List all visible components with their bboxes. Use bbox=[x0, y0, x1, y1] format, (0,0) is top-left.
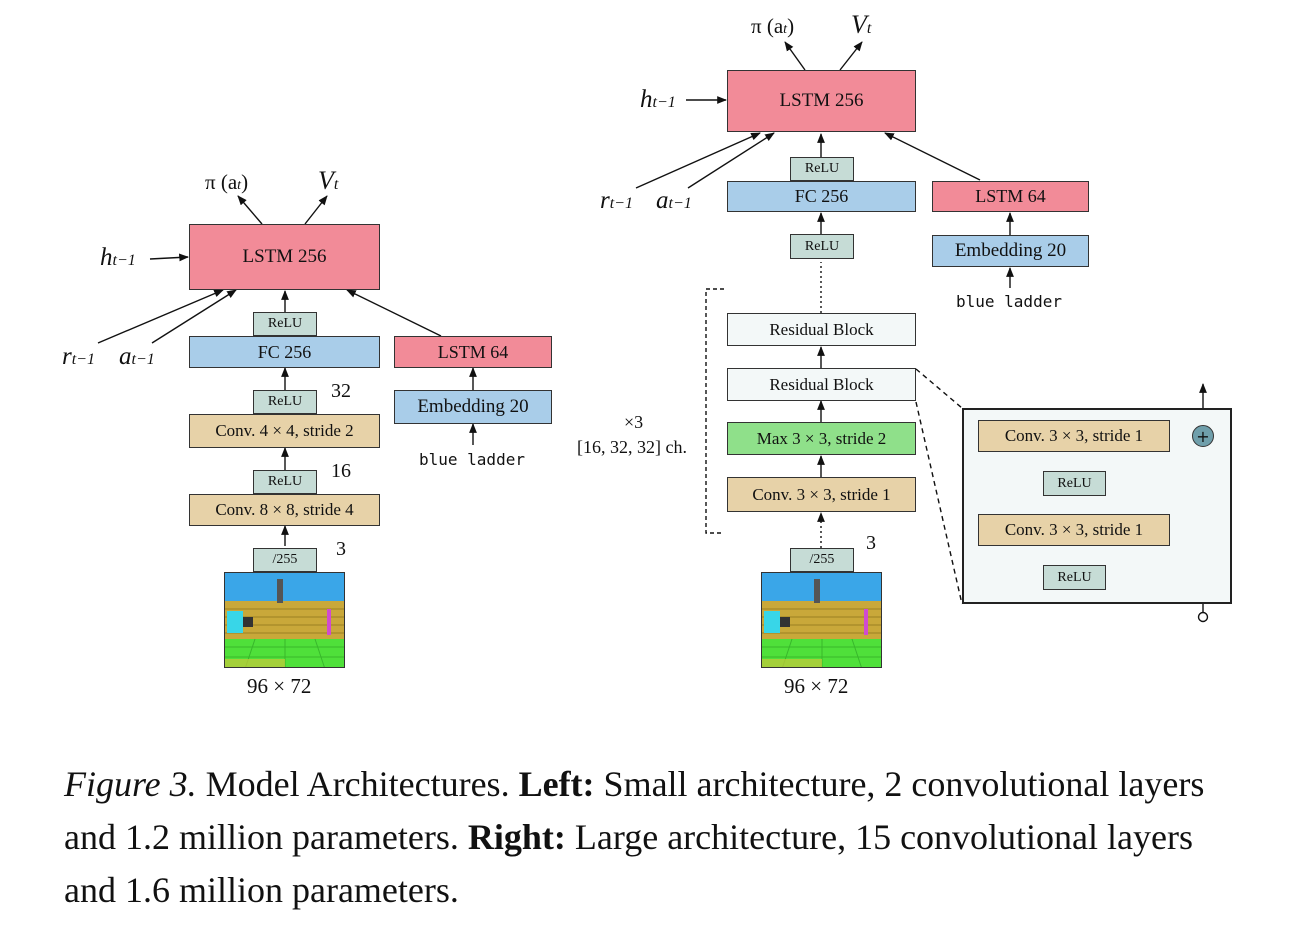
right-input-frame bbox=[761, 572, 882, 668]
caption-label: Figure 3. bbox=[64, 764, 197, 804]
right-policy-label: π (at) bbox=[751, 14, 795, 38]
arrow-left-policy bbox=[237, 195, 263, 225]
diagram-connectors bbox=[97, 41, 1209, 623]
arrow-right-policy bbox=[784, 41, 806, 71]
left-relu-mid: ReLU bbox=[253, 390, 317, 414]
right-value-label: Vt bbox=[851, 10, 872, 39]
right-input-size: 96 × 72 bbox=[784, 674, 849, 698]
right-lstm-256: LSTM 256 bbox=[727, 70, 916, 132]
left-policy-label: π (at) bbox=[205, 170, 249, 194]
right-reward-label: rt−1 bbox=[600, 187, 633, 214]
left-input-size: 96 × 72 bbox=[247, 674, 312, 698]
left-normalize: /255 bbox=[253, 548, 317, 572]
left-input-frame bbox=[224, 572, 345, 668]
left-reward-label: rt−1 bbox=[62, 343, 95, 370]
detail-relu-bottom: ReLU bbox=[1043, 565, 1106, 590]
right-hidden-label: ht−1 bbox=[640, 86, 676, 113]
detail-conv-top: Conv. 3 × 3, stride 1 bbox=[978, 420, 1170, 452]
right-repeat-label: ×3 bbox=[624, 412, 644, 432]
left-game-image bbox=[225, 573, 344, 667]
arrow-right-value bbox=[839, 41, 863, 71]
zoom-line-bottom bbox=[915, 401, 963, 605]
right-channels-list: [16, 32, 32] ch. bbox=[577, 437, 687, 457]
arrow-left-instr-lstm bbox=[346, 289, 442, 337]
right-conv-3x3: Conv. 3 × 3, stride 1 bbox=[727, 477, 916, 512]
arrow-left-reward bbox=[97, 289, 224, 344]
caption-right-bold: Right: bbox=[467, 817, 566, 857]
arrow-left-value bbox=[304, 195, 328, 225]
add-node-icon: + bbox=[1192, 425, 1214, 447]
left-conv-4x4: Conv. 4 × 4, stride 2 bbox=[189, 414, 380, 448]
left-action-label: at−1 bbox=[119, 343, 155, 370]
caption-text-3: Large architecture, 15 convolutional lay… bbox=[64, 817, 1193, 910]
right-channels-3: 3 bbox=[866, 532, 876, 554]
zoom-line-top bbox=[915, 368, 963, 409]
right-lstm-64: LSTM 64 bbox=[932, 181, 1089, 212]
left-value-label: Vt bbox=[318, 166, 339, 195]
left-lstm-64: LSTM 64 bbox=[394, 336, 552, 368]
left-embedding-20: Embedding 20 bbox=[394, 390, 552, 424]
left-instruction-text: blue ladder bbox=[419, 450, 525, 469]
left-relu-low: ReLU bbox=[253, 470, 317, 494]
figure-caption: Figure 3. Model Architectures. Left: Sma… bbox=[64, 758, 1244, 917]
caption-left-bold: Left: bbox=[518, 764, 595, 804]
right-normalize: /255 bbox=[790, 548, 854, 572]
arrow-right-reward bbox=[635, 132, 761, 189]
left-hidden-label: ht−1 bbox=[100, 244, 136, 271]
arrow-right-action bbox=[687, 132, 775, 189]
left-lstm-256: LSTM 256 bbox=[189, 224, 380, 290]
right-action-label: at−1 bbox=[656, 187, 692, 214]
inset-input-node bbox=[1197, 611, 1209, 623]
right-relu-top: ReLU bbox=[790, 157, 854, 181]
right-relu-mid: ReLU bbox=[790, 234, 854, 259]
arrow-left-hidden bbox=[149, 253, 189, 262]
right-fc-256: FC 256 bbox=[727, 181, 916, 212]
right-residual-block-1: Residual Block bbox=[727, 313, 916, 346]
left-channels-16: 16 bbox=[331, 460, 351, 482]
left-channels-32: 32 bbox=[331, 380, 351, 402]
detail-relu-top: ReLU bbox=[1043, 471, 1106, 496]
right-game-image bbox=[762, 573, 881, 667]
right-maxpool: Max 3 × 3, stride 2 bbox=[727, 422, 916, 455]
caption-text-1: Model Architectures. bbox=[196, 764, 519, 804]
right-instruction-text: blue ladder bbox=[956, 292, 1062, 311]
left-conv-8x8: Conv. 8 × 8, stride 4 bbox=[189, 494, 380, 526]
left-relu-top: ReLU bbox=[253, 312, 317, 336]
right-residual-block-2: Residual Block bbox=[727, 368, 916, 401]
arrow-left-action bbox=[151, 289, 237, 344]
repeat-bracket bbox=[705, 288, 724, 534]
arrow-right-instr-lstm bbox=[884, 132, 981, 181]
caption-text-2: Small architecture, 2 convolutional laye… bbox=[64, 764, 1205, 857]
detail-conv-bottom: Conv. 3 × 3, stride 1 bbox=[978, 514, 1170, 546]
left-channels-3: 3 bbox=[336, 538, 346, 560]
left-fc-256: FC 256 bbox=[189, 336, 380, 368]
right-embedding-20: Embedding 20 bbox=[932, 235, 1089, 267]
